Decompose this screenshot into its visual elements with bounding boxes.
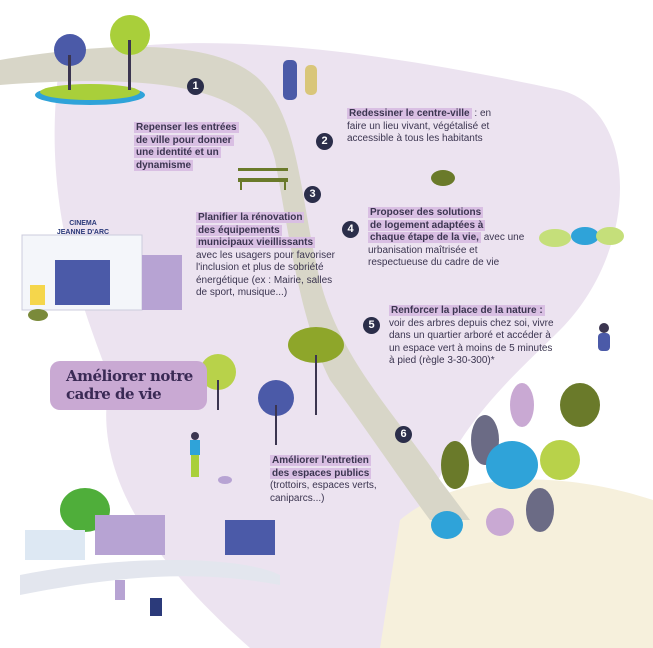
step-4-text: Proposer des solutions de logement adapt… bbox=[368, 207, 528, 270]
step-6-text: Améliorer l'entretien des espaces public… bbox=[270, 455, 405, 505]
step-3-bold: municipaux vieillissants bbox=[196, 237, 316, 248]
step-4-badge: 4 bbox=[342, 221, 359, 238]
step-1-bold: une identité et un bbox=[134, 147, 221, 158]
step-6-bold: des espaces publics bbox=[270, 467, 372, 479]
step-5-bold: Renforcer la place de la nature : bbox=[389, 305, 545, 316]
step-4-bold: chaque étape de la vie, bbox=[368, 232, 481, 243]
step-2-body: : en faire un lieu vivant, végétalisé et… bbox=[347, 108, 492, 144]
step-3-text: Planifier la rénovation des équipements … bbox=[196, 212, 338, 300]
step-6-badge: 6 bbox=[395, 426, 412, 443]
step-2-text: Redessiner le centre-ville : en faire un… bbox=[347, 108, 507, 146]
step-2-badge: 2 bbox=[316, 133, 333, 150]
step-3-bold: Planifier la rénovation bbox=[196, 212, 305, 223]
step-3-body: avec les usagers pour favoriser l'inclus… bbox=[196, 249, 335, 299]
cinema-sign: CINEMA JEANNE D'ARC bbox=[52, 219, 114, 237]
step-3-bold: des équipements bbox=[196, 224, 282, 236]
park-island-illustration bbox=[35, 15, 150, 105]
step-6-bold: Améliorer l'entretien bbox=[270, 455, 371, 466]
step-4-body: avec une urbanisation maîtrisée et respe… bbox=[368, 232, 525, 268]
woman-walking-dog-illustration bbox=[190, 432, 232, 484]
step-4-bold: Proposer des solutions bbox=[368, 207, 484, 218]
step-1-bold: de ville pour donner bbox=[134, 134, 234, 146]
step-6-body: (trottoirs, espaces verts, caniparcs...) bbox=[270, 480, 377, 504]
step-2-bold: Redessiner le centre-ville bbox=[347, 108, 472, 119]
step-4-bold: de logement adaptées à bbox=[368, 219, 486, 231]
step-1-text: Repenser les entrées de ville pour donne… bbox=[134, 122, 239, 172]
step-1-bold: Repenser les entrées bbox=[134, 122, 239, 133]
step-3-badge: 3 bbox=[304, 186, 321, 203]
houses-illustration bbox=[20, 488, 280, 595]
step-1-bold: dynamisme bbox=[134, 159, 194, 171]
people-illustration bbox=[283, 60, 317, 100]
trees-center bbox=[200, 327, 344, 445]
sheep-illustration bbox=[539, 227, 624, 247]
cinema-sign-line: JEANNE D'ARC bbox=[56, 229, 110, 236]
step-5-text: Renforcer la place de la nature : voir d… bbox=[389, 305, 559, 368]
cinema-building bbox=[21, 234, 182, 321]
step-1-badge: 1 bbox=[187, 78, 204, 95]
step-5-body: voir des arbres depuis chez soi, vivre d… bbox=[389, 317, 554, 367]
bush-icon bbox=[431, 170, 455, 186]
cinema-sign-line: CINEMA bbox=[69, 220, 97, 227]
children-playing-illustration bbox=[115, 580, 162, 616]
step-5-badge: 5 bbox=[363, 317, 380, 334]
main-title: Améliorer notre cadre de vie bbox=[50, 361, 207, 410]
person-feeding-birds-illustration bbox=[598, 323, 610, 351]
road bbox=[0, 46, 470, 520]
forest-illustration bbox=[431, 383, 600, 539]
bench-icon bbox=[238, 168, 288, 190]
